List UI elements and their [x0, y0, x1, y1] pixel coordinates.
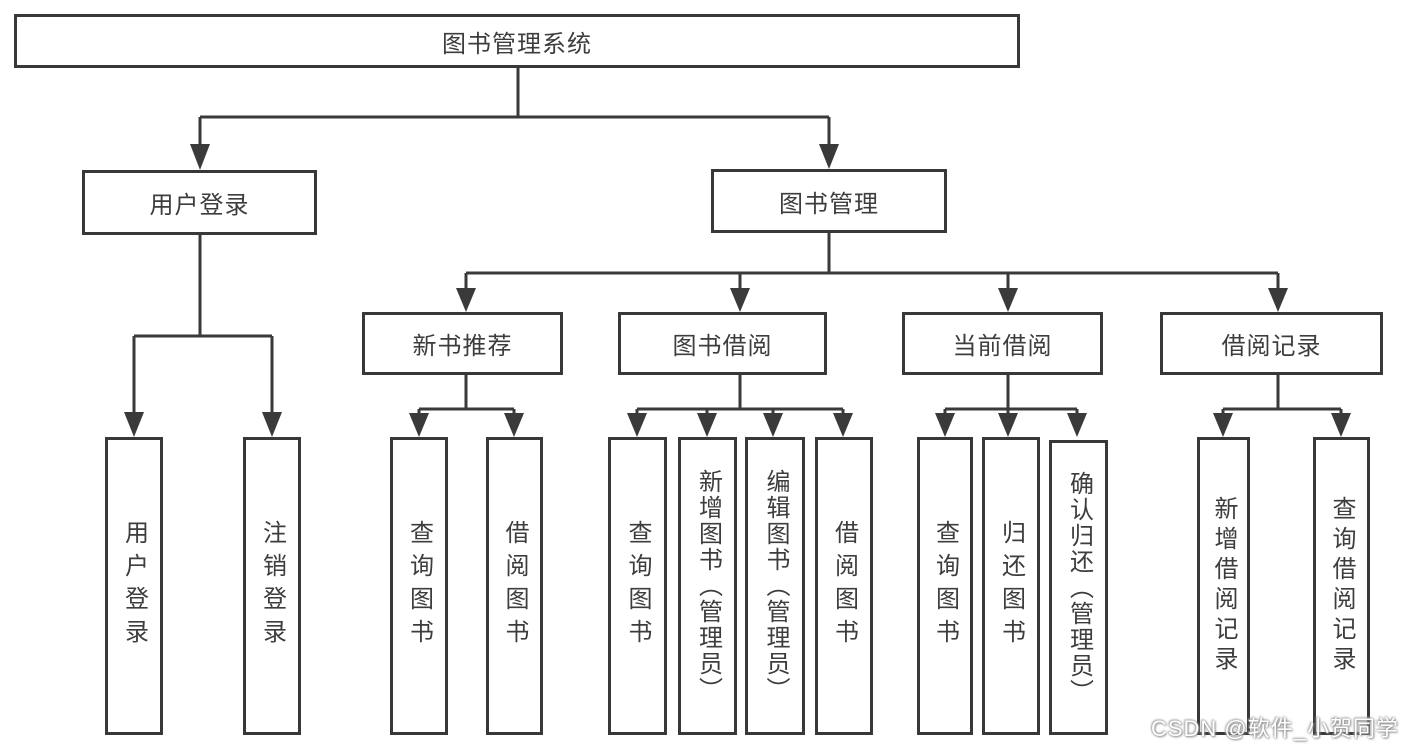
leaf-query-borrow-record: 查询借阅记录 [1313, 437, 1370, 735]
connector-new-book-children [409, 375, 524, 437]
node-current-borrow: 当前借阅 [902, 312, 1103, 375]
leaf-query-books-borrow: 查询图书 [608, 437, 667, 735]
leaf-add-borrow-record: 新增借阅记录 [1197, 437, 1250, 735]
node-new-book-recommend: 新书推荐 [362, 312, 563, 375]
leaf-query-books-recommend: 查询图书 [390, 437, 448, 735]
node-book-management: 图书管理 [711, 169, 947, 233]
connector-user-login-children [124, 235, 282, 437]
connector-current-borrow-children [935, 375, 1087, 437]
watermark-text: CSDN @软件_小贺同学 [1150, 716, 1399, 741]
leaf-user-login: 用户登录 [105, 437, 163, 735]
node-book-management-system: 图书管理系统 [14, 14, 1020, 68]
leaf-query-books-current: 查询图书 [917, 437, 973, 735]
node-user-login: 用户登录 [82, 170, 317, 235]
connector-borrow-records-children [1213, 375, 1351, 437]
leaf-logout: 注销登录 [243, 437, 301, 735]
node-borrow-records: 借阅记录 [1160, 312, 1383, 375]
leaf-borrow-books-borrow: 借阅图书 [815, 437, 873, 735]
node-book-borrow: 图书借阅 [618, 312, 827, 375]
leaf-borrow-books-recommend: 借阅图书 [486, 437, 543, 735]
leaf-add-books-admin: 新增图书（管理员） [678, 437, 737, 735]
connector-book-management-children [456, 233, 1288, 312]
leaf-return-books: 归还图书 [982, 437, 1040, 735]
connector-root-to-level2 [190, 68, 839, 170]
leaf-confirm-return-admin: 确认归还（管理员） [1049, 440, 1108, 735]
connector-book-borrow-children [627, 375, 853, 437]
leaf-edit-books-admin: 编辑图书（管理员） [745, 437, 805, 735]
